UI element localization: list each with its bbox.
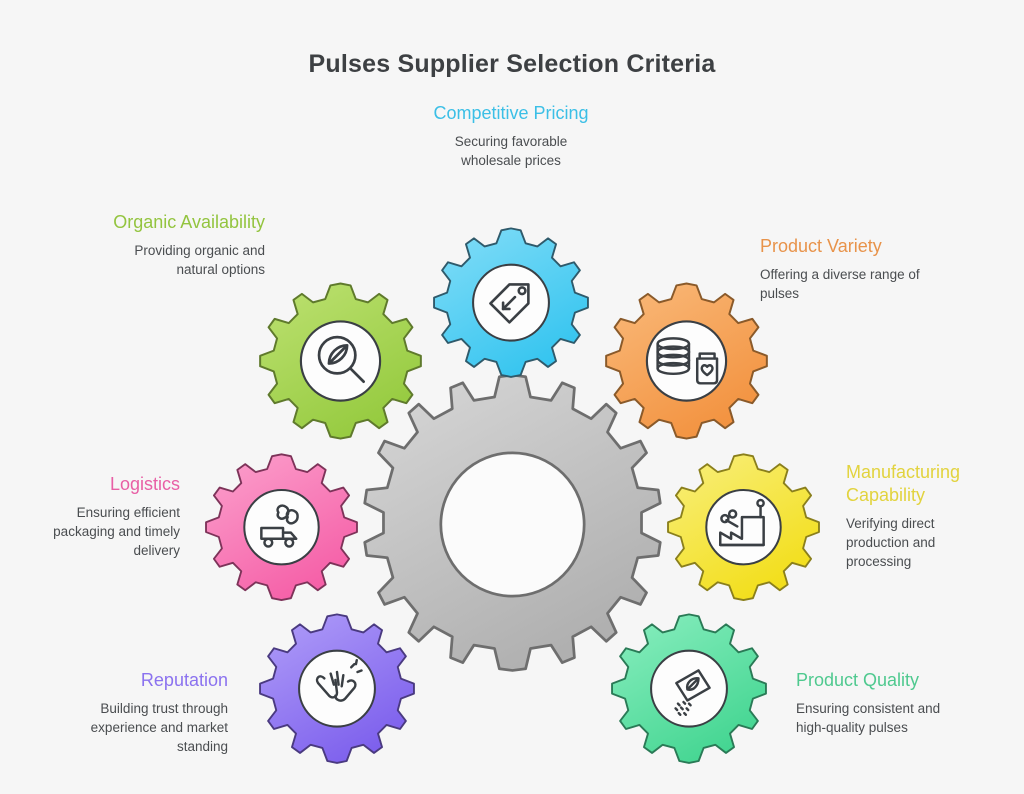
- label-reputation: Reputation Building trust through experi…: [60, 669, 228, 757]
- price-tag-down-arrow-icon: [489, 283, 530, 324]
- gear-product-variety[interactable]: [604, 281, 769, 446]
- label-title: Product Quality: [796, 670, 920, 690]
- label-product-quality: Product Quality Ensuring consistent and …: [796, 669, 956, 737]
- gear-reputation[interactable]: [258, 612, 416, 770]
- gear-manufacturing-capability[interactable]: [666, 452, 821, 607]
- label-description: Verifying direct production and processi…: [846, 516, 936, 570]
- gear-logistics[interactable]: [204, 452, 359, 607]
- label-description: Ensuring consistent and high-quality pul…: [796, 701, 941, 736]
- gear-organic-availability[interactable]: [258, 281, 423, 446]
- label-product-variety: Product Variety Offering a diverse range…: [760, 235, 930, 303]
- coin-stack-jar-icon: [656, 337, 719, 385]
- gear-product-quality[interactable]: [610, 612, 768, 770]
- label-description: Building trust through experience and ma…: [90, 701, 228, 755]
- seed-packet-leaf-icon: [674, 669, 711, 716]
- factory-icon: [719, 498, 765, 547]
- clapping-hands-icon: [315, 658, 363, 702]
- label-title: Logistics: [109, 474, 180, 494]
- delivery-truck-icon: [260, 504, 299, 548]
- label-logistics: Logistics Ensuring efficient packaging a…: [25, 473, 180, 561]
- label-competitive-pricing: Competitive Pricing Securing favorable w…: [430, 102, 592, 170]
- leaf-magnifier-icon: [317, 335, 365, 384]
- label-title: Organic Availability: [113, 212, 265, 232]
- gear-competitive-pricing[interactable]: [432, 226, 590, 384]
- gear-hub: [645, 320, 728, 402]
- label-title: Product Variety: [760, 236, 882, 256]
- label-title: Manufacturing Capability: [846, 462, 961, 506]
- label-title: Competitive Pricing: [433, 103, 589, 123]
- label-description: Providing organic and natural options: [134, 243, 265, 278]
- gear-hub: [705, 488, 782, 566]
- central-gear: [363, 373, 662, 672]
- label-manufacturing-capability: Manufacturing Capability Verifying direc…: [846, 461, 998, 572]
- label-organic-availability: Organic Availability Providing organic a…: [105, 211, 265, 279]
- label-description: Ensuring efficient packaging and timely …: [53, 505, 180, 559]
- label-description: Securing favorable wholesale prices: [454, 134, 568, 169]
- central-gear-hub: [439, 451, 586, 598]
- label-description: Offering a diverse range of pulses: [760, 267, 920, 302]
- page-title: Pulses Supplier Selection Criteria: [308, 50, 716, 78]
- label-title: Reputation: [140, 670, 228, 690]
